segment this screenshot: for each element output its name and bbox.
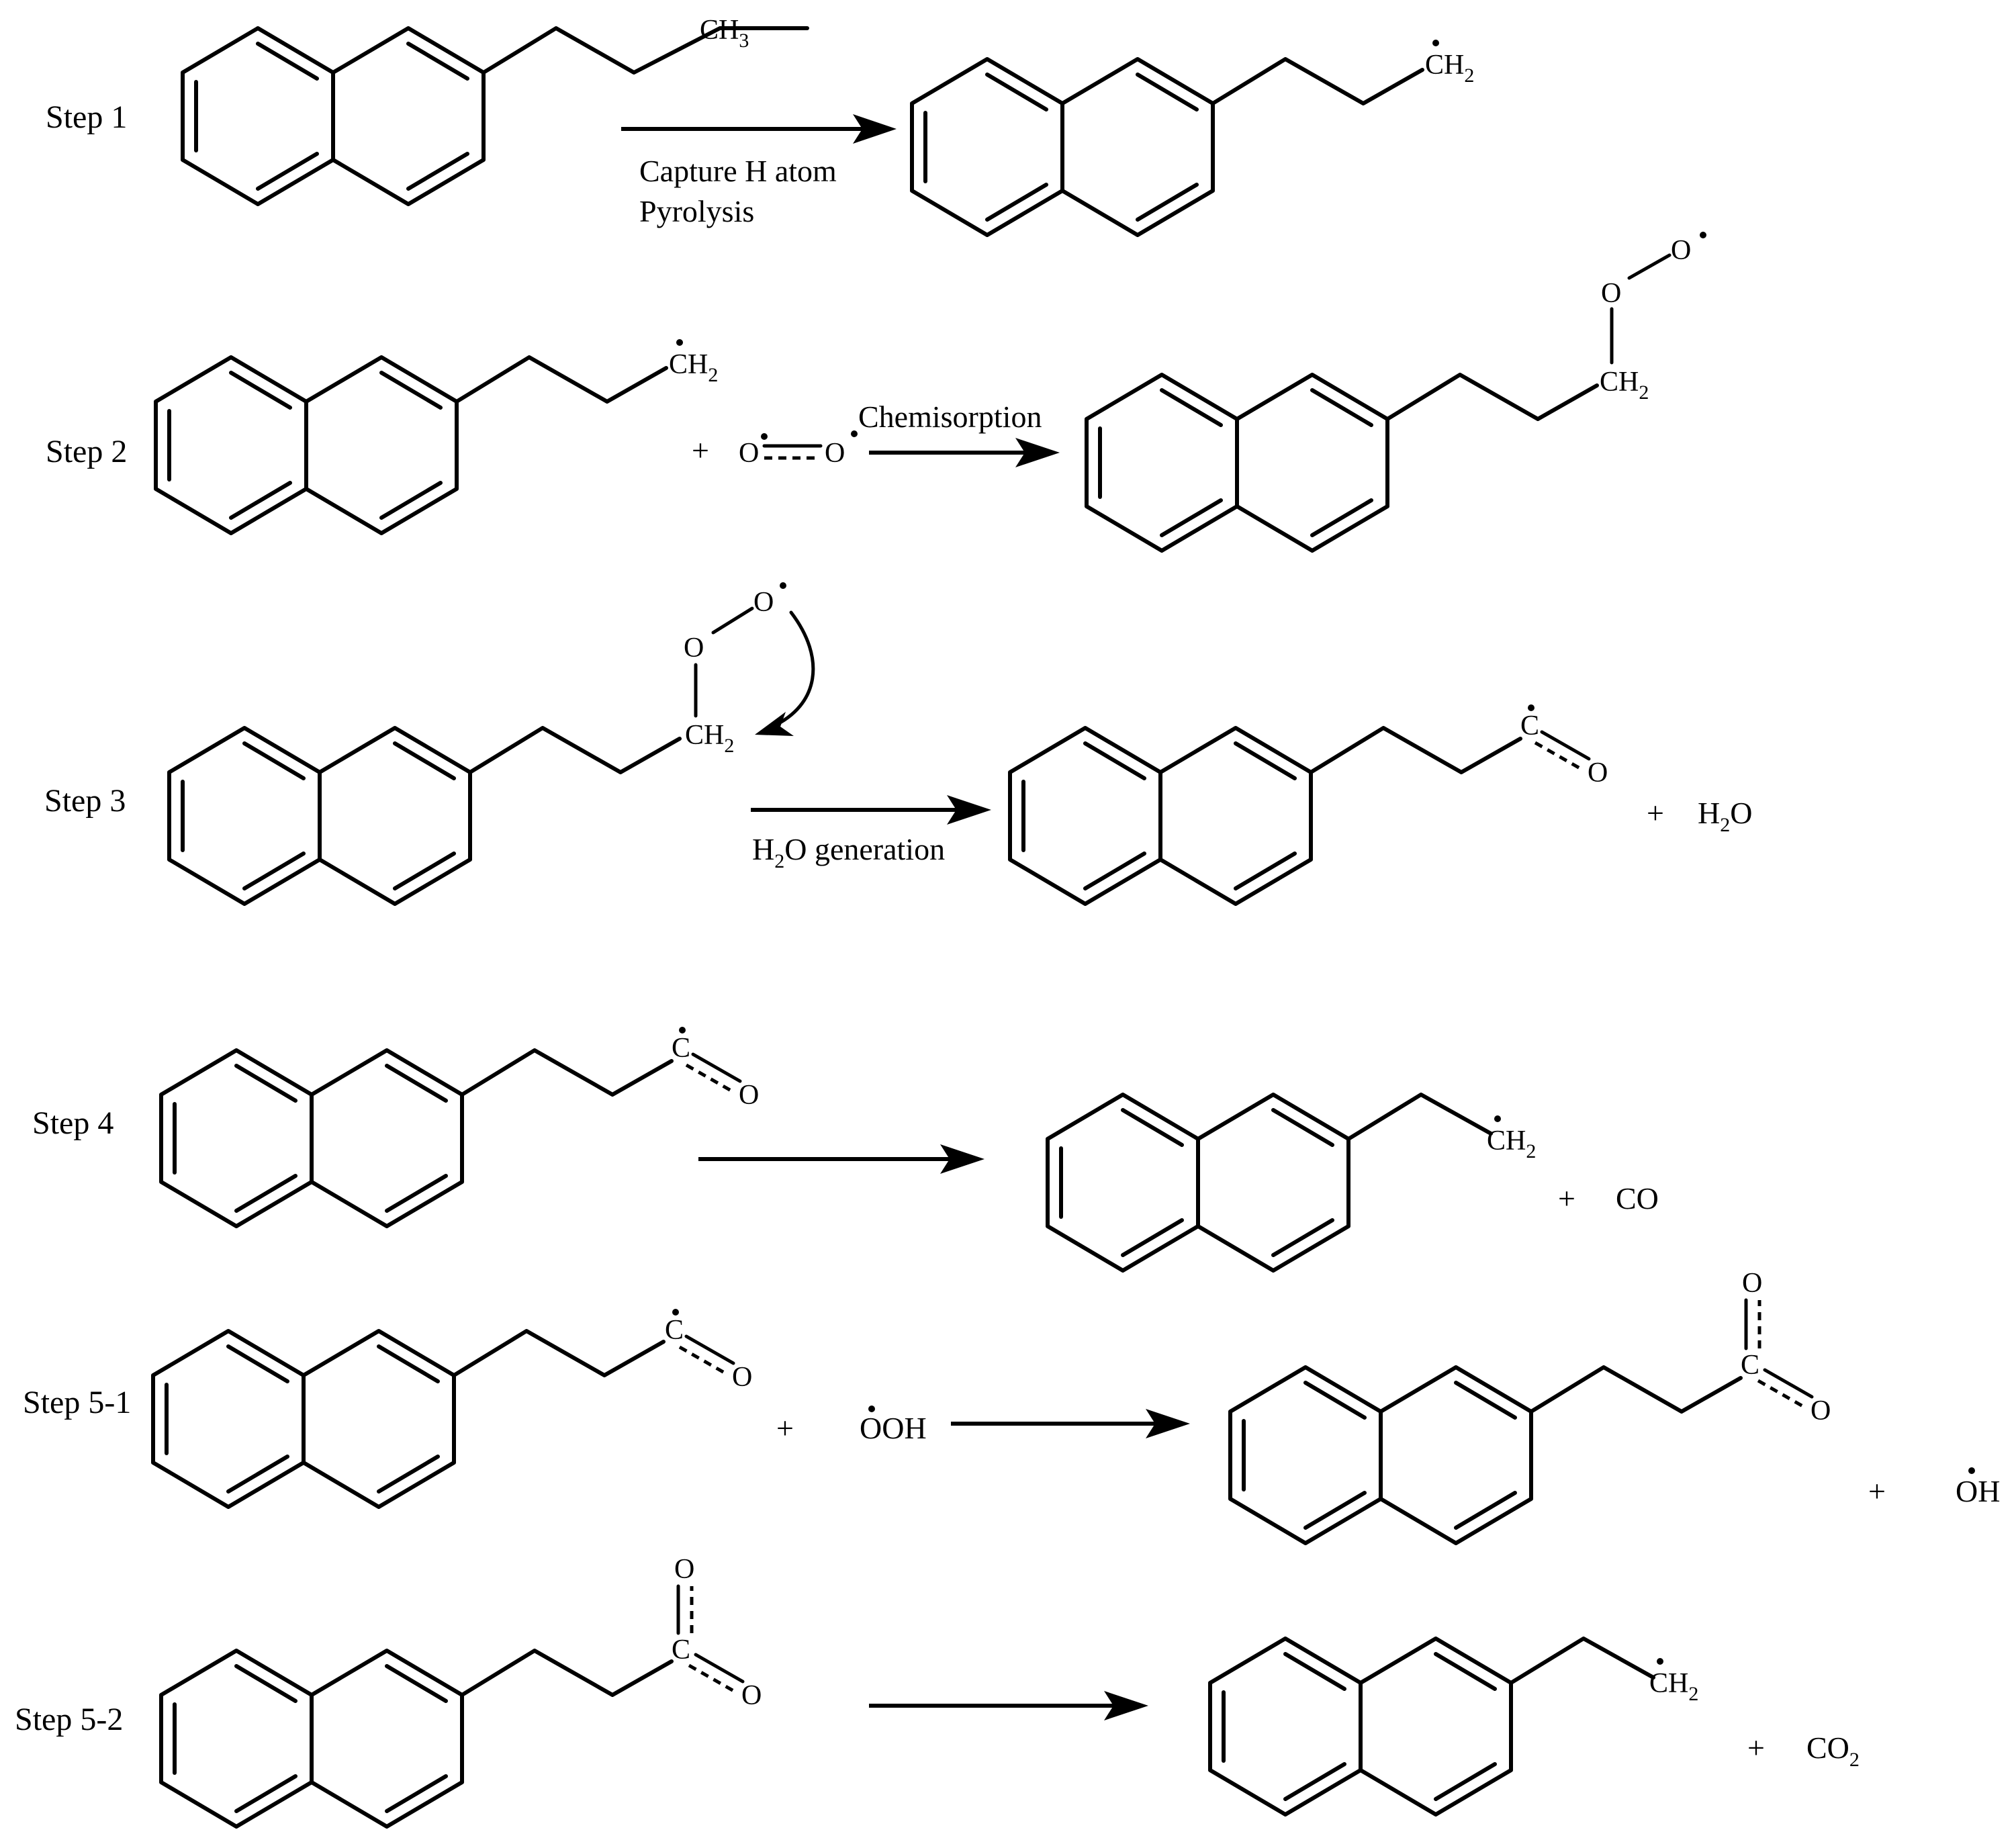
- plus-sign: +: [1558, 1181, 1575, 1215]
- curved-arrow: [770, 610, 815, 729]
- byproduct-co2: CO2: [1806, 1731, 1860, 1771]
- oxygen-atom: O: [1811, 1395, 1831, 1426]
- arrow-head: [1146, 1409, 1190, 1438]
- step-5-2: Step 5-2 C O O CH2 + CO2: [15, 1554, 1860, 1827]
- radical-dot: [679, 1027, 686, 1033]
- ch2-radical-group: CH2: [1649, 1668, 1698, 1705]
- reactant-molecule: [161, 1649, 674, 1827]
- radical-dot: [1432, 40, 1439, 46]
- step-label: Step 2: [46, 434, 127, 469]
- naphthalene-ring: [183, 28, 484, 204]
- plus-sign: +: [776, 1411, 794, 1445]
- arrow-head: [940, 1144, 984, 1174]
- ch2-group: CH2: [685, 720, 734, 757]
- reactant-molecule: [156, 355, 668, 533]
- reactant-molecule: [153, 1329, 666, 1507]
- step-2: Step 2 CH2 + O O Chemisorption CH2 O O: [46, 232, 1706, 551]
- plus-sign: +: [1647, 796, 1664, 830]
- condition-text: Chemisorption: [858, 400, 1042, 434]
- oxygen-atom: O: [825, 438, 845, 469]
- arrow-head: [1015, 438, 1060, 467]
- arrow-head: [853, 114, 897, 144]
- condition-text: H2O generation: [752, 832, 945, 872]
- arrow-head: [947, 795, 991, 825]
- oxygen-radical-atom: O: [1671, 235, 1691, 266]
- naphthalene-ring: [161, 1050, 462, 1226]
- condition-text: Pyrolysis: [639, 194, 754, 228]
- dioxygen-molecule: O O: [739, 430, 858, 469]
- radical-dot: [868, 1406, 875, 1412]
- oxygen-atom: O: [739, 1080, 759, 1111]
- oxygen-atom: O: [674, 1554, 694, 1585]
- reactant-molecule: [183, 26, 809, 204]
- naphthalene-ring: [169, 728, 470, 904]
- radical-dot: [851, 430, 858, 437]
- product-molecule: [1048, 1093, 1493, 1271]
- radical-dot: [780, 582, 786, 589]
- hydroperoxyl-radical: OOH: [860, 1411, 927, 1445]
- reactant-molecule: [161, 1048, 674, 1226]
- step-label: Step 3: [44, 783, 126, 819]
- step-5-1: Step 5-1 C O + OOH C O O + OH: [23, 1268, 2000, 1543]
- byproduct-water: H2O: [1698, 796, 1752, 836]
- naphthalene-ring: [1230, 1367, 1531, 1543]
- ch2-group: CH2: [1600, 367, 1649, 404]
- naphthalene-ring: [156, 357, 457, 533]
- naphthalene-ring: [153, 1331, 454, 1507]
- step-4: Step 4 C O CH2 + CO: [32, 1027, 1659, 1271]
- ch2-radical-group: CH2: [1487, 1125, 1536, 1162]
- oxygen-atom: O: [1742, 1268, 1762, 1299]
- carbon-radical-atom: C: [1520, 710, 1539, 741]
- step-label: Step 4: [32, 1105, 113, 1141]
- arrow-head: [755, 712, 794, 736]
- step-label: Step 1: [46, 99, 127, 135]
- oxygen-atom: O: [739, 438, 759, 469]
- step-label: Step 5-2: [15, 1702, 123, 1737]
- radical-dot: [1528, 704, 1534, 711]
- reactant-molecule: [169, 726, 682, 904]
- oxygen-atom: O: [1601, 278, 1621, 309]
- byproduct-co: CO: [1616, 1181, 1659, 1215]
- oxygen-atom: O: [741, 1680, 762, 1711]
- carbon-radical-atom: C: [665, 1315, 684, 1346]
- oxygen-atom: O: [732, 1362, 752, 1393]
- radical-dot: [676, 339, 683, 346]
- plus-sign: +: [1868, 1474, 1886, 1508]
- oxygen-atom: O: [684, 633, 704, 663]
- naphthalene-ring: [1087, 375, 1387, 551]
- plus-sign: +: [1747, 1731, 1765, 1765]
- product-molecule: [1210, 1637, 1655, 1814]
- step-label: Step 5-1: [23, 1385, 131, 1420]
- step-3: Step 3 CH2 O O H2O generation C O + H2O: [44, 582, 1752, 904]
- naphthalene-ring: [912, 59, 1213, 235]
- hydroxyl-radical: OH: [1956, 1474, 2000, 1508]
- radical-dot: [1657, 1658, 1663, 1665]
- plus-sign: +: [692, 433, 709, 467]
- product-molecule: [1087, 373, 1599, 551]
- naphthalene-ring: [1210, 1639, 1511, 1814]
- naphthalene-ring: [161, 1651, 462, 1827]
- radical-dot: [1968, 1467, 1975, 1474]
- ch3-group: CH3: [700, 15, 749, 52]
- ch2-radical-group: CH2: [1425, 50, 1474, 87]
- carbon-radical-atom: C: [672, 1033, 690, 1064]
- product-molecule: [912, 57, 1424, 235]
- radical-dot: [761, 433, 768, 440]
- radical-dot: [1700, 232, 1706, 238]
- condition-text: Capture H atom: [639, 154, 837, 188]
- oxygen-radical-atom: O: [753, 587, 774, 618]
- product-molecule: [1230, 1365, 1743, 1543]
- naphthalene-ring: [1048, 1095, 1348, 1271]
- product-molecule: [1010, 726, 1522, 904]
- radical-dot: [1494, 1115, 1501, 1122]
- step-1: Step 1 CH3 Capture H atom Pyrolysis CH2: [46, 15, 1474, 235]
- carboxyl-carbon-atom: C: [1741, 1350, 1759, 1381]
- arrow-head: [1104, 1691, 1148, 1720]
- ch2-radical-group: CH2: [669, 349, 718, 386]
- radical-dot: [672, 1309, 679, 1316]
- carboxyl-carbon-atom: C: [672, 1635, 690, 1665]
- oxygen-atom: O: [1588, 757, 1608, 788]
- naphthalene-ring: [1010, 728, 1311, 904]
